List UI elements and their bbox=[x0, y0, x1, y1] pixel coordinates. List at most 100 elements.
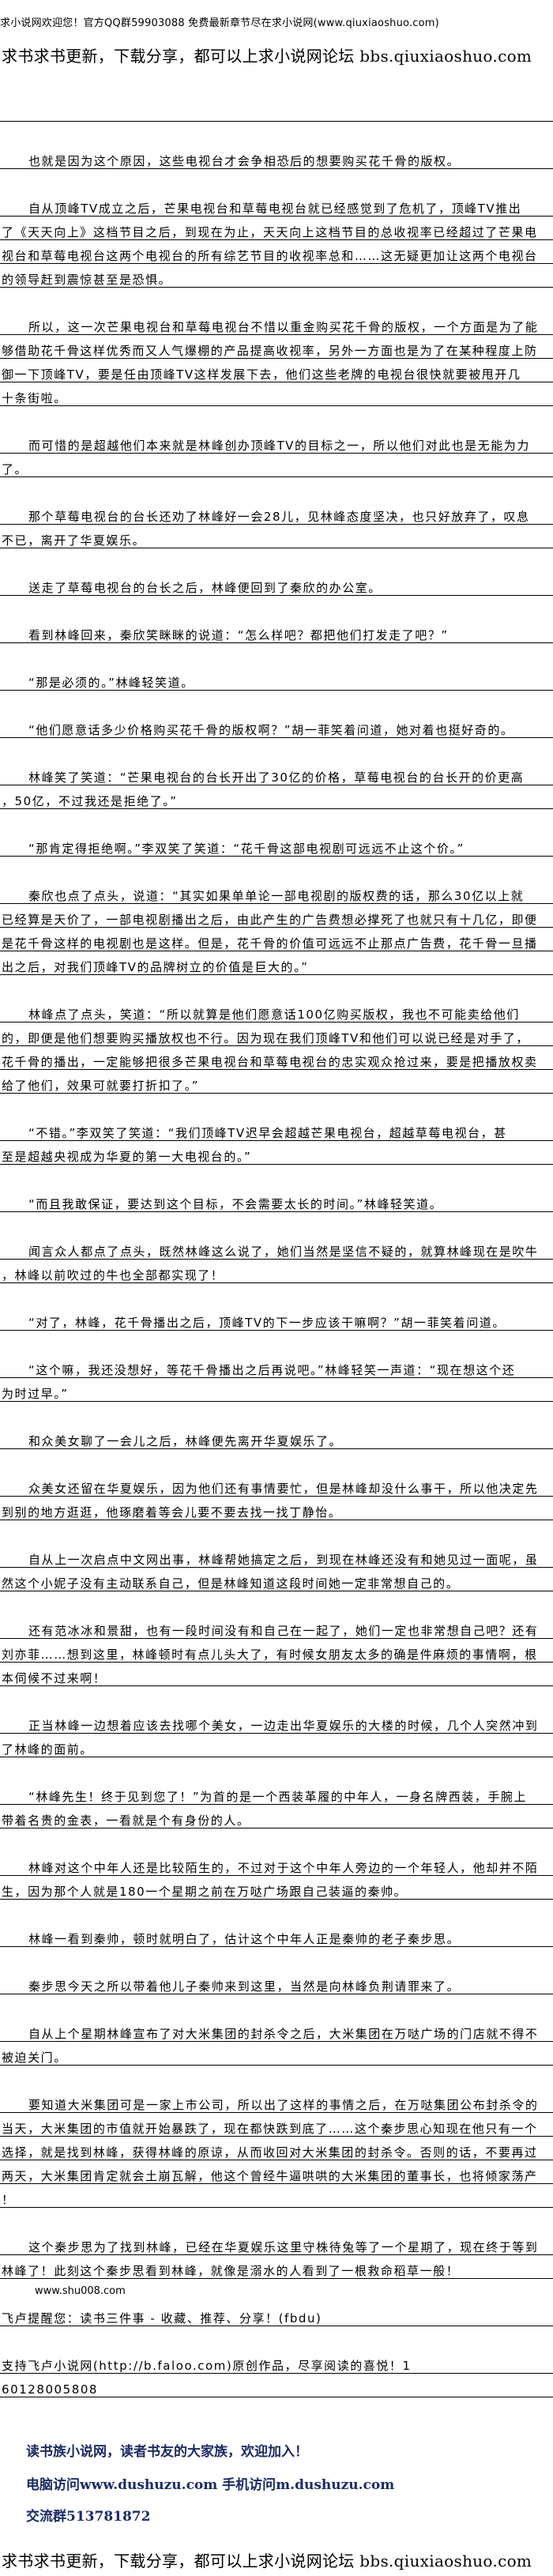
paragraph-text: 当天，大米集团的市值就开始暴跌了，现在都快跌到底了……这个秦步思心知现在他只有一… bbox=[2, 2122, 538, 2136]
paragraph-text: 要知道大米集团可是一家上市公司，所以出了这样的事情之后，在万哒集团公布封杀令的 bbox=[28, 2098, 539, 2112]
number-line: 60128005808 bbox=[0, 2374, 553, 2397]
paragraph-line: 这个秦步思为了找到林峰，已经在华夏娱乐这里守株待兔等了一个星期了，现在终于等到 bbox=[0, 2231, 553, 2255]
paragraph-line: 不已，离开了华夏娱乐。 bbox=[0, 525, 553, 548]
paragraph-text: 了林峰的面前。 bbox=[2, 1742, 93, 1757]
paragraph-text: 的，即便是他们想要购买播放权也不行。因为现在我们顶峰TV和他们可以说已经是对手了… bbox=[2, 1031, 529, 1045]
paragraph-line: 然这个小妮子没有主动联系自己，但是林峰知道这段时间她一定非常想自己的。 bbox=[0, 1568, 553, 1591]
paragraph-line: 秦步思今天之所以带着他儿子秦帅来到这里，当然是向林峰负荆请罪来了。 bbox=[0, 1971, 553, 1994]
promo-visit-links[interactable]: 电脑访问www.dushuzu.com 手机访问m.dushuzu.com bbox=[26, 2477, 395, 2493]
paragraph-text: 自从上一次启点中文网出事，林峰帮她搞定之后，到现在林峰还没有和她见过一面呢，虽 bbox=[28, 1553, 539, 1567]
paragraph-text: 看到林峰回来，秦欣笑眯眯的说道：“怎么样吧？都把他们打发走了吧？” bbox=[28, 628, 449, 642]
paragraph-line: 至是超越央视成为华夏的第一大电视台的。” bbox=[0, 1141, 553, 1165]
number-text: 60128005808 bbox=[2, 2382, 99, 2397]
paragraph-line: 御一下顶峰TV，要是任由顶峰TV这样发展下去，他们这些老牌的电视台很快就要被甩开… bbox=[0, 359, 553, 382]
paragraph-line: 送走了草莓电视台的台长之后，林峰便回到了秦欣的办公室。 bbox=[0, 572, 553, 596]
paragraph-line: 是花千骨这样的电视剧也是这样。但是，花千骨的价值可远远不止那点广告费，花千骨一旦… bbox=[0, 928, 553, 951]
paragraph-line: 林峰对这个中年人还是比较陌生的，不过对于这个中年人旁边的一个年轻人，他却并不陌 bbox=[0, 1852, 553, 1876]
paragraph-line: “这个嘛，我还没想好，等花千骨播出之后再说吧。”林峰轻笑一声道：“现在想这个还 bbox=[0, 1354, 553, 1378]
paragraph-line: “他们愿意话多少价格购买花千骨的版权啊？”胡一菲笑着问道，她对着也挺好奇的。 bbox=[0, 714, 553, 738]
paragraph-line: 闻言众人都点了点头，既然林峰这么说了，她们当然是坚信不疑的，就算林峰现在是吹牛 bbox=[0, 1236, 553, 1260]
paragraph-line: 所以，这一次芒果电视台和草莓电视台不惜以重金购买花千骨的版权，一个方面是为了能 bbox=[0, 311, 553, 335]
promo-group: 交流群513781872 bbox=[26, 2509, 151, 2525]
paragraph-line: 到别的地方逛逛，他琢磨着等会儿要不要去找一找丁静怡。 bbox=[0, 1497, 553, 1520]
paragraph-text: 十条街啦。 bbox=[2, 391, 67, 405]
paragraph-text: 闻言众人都点了点头，既然林峰这么说了，她们当然是坚信不疑的，就算林峰现在是吹牛 bbox=[28, 1245, 539, 1259]
top-divider bbox=[0, 98, 553, 122]
paragraph-text: 还有范冰冰和景甜，也有一段时间没有和自己在一起了，她们一定也非常想自己吧？还有 bbox=[28, 1624, 539, 1638]
reminder-line: 飞卢提醒您：读书三件事 - 收藏、推荐、分享！(fbdu) bbox=[0, 2303, 553, 2326]
paragraph-text: “对了，林峰，花千骨播出之后，顶峰TV的下一步应该干嘛啊？”胡一菲笑着问道。 bbox=[28, 1316, 506, 1330]
paragraph-line: 被迫关门。 bbox=[0, 2042, 553, 2066]
paragraph-text: 视台和草莓电视台这两个电视台的所有综艺节目的收视率总和……这无疑更加让这两个电视… bbox=[2, 249, 538, 263]
paragraph-text: 被迫关门。 bbox=[2, 2051, 67, 2065]
paragraph-text: 众美女还留在华夏娱乐，因为他们还有事情要忙，但是林峰却没什么事干，所以他决定先 bbox=[28, 1482, 539, 1496]
paragraph-text: “他们愿意话多少价格购买花千骨的版权啊？”胡一菲笑着问道，她对着也挺好奇的。 bbox=[28, 723, 514, 737]
paragraph-line: 要知道大米集团可是一家上市公司，所以出了这样的事情之后，在万哒集团公布封杀令的 bbox=[0, 2089, 553, 2113]
site-watermark: www.shu008.com bbox=[35, 2285, 126, 2297]
paragraph-line: 而可惜的是超越他们本来就是林峰创办顶峰TV的目标之一，所以他们对此也是无能为力 bbox=[0, 430, 553, 454]
paragraph-line: 林峰点了点头，笑道：“所以就算是他们愿意话100亿购买版权，我也不可能卖给他们 bbox=[0, 999, 553, 1022]
paragraph-text: 生，因为那个人就是180一个星期之前在万哒广场跟自己装逼的秦帅。 bbox=[2, 1885, 408, 1899]
paragraph-line: “那是必须的。”林峰轻笑道。 bbox=[0, 667, 553, 691]
paragraph-text: 御一下顶峰TV，要是任由顶峰TV这样发展下去，他们这些老牌的电视台很快就要被甩开… bbox=[2, 367, 521, 382]
paragraph-text: 了《天天向上》这档节目之后，到现在为止，天天向上这档节目的总收视率已经超过了芒果… bbox=[2, 225, 538, 239]
paragraph-text: 本伺候不过来啊！ bbox=[2, 1671, 107, 1685]
paragraph-text: “这个嘛，我还没想好，等花千骨播出之后再说吧。”林峰轻笑一声道：“现在想这个还 bbox=[28, 1363, 516, 1377]
paragraph-text: 秦步思今天之所以带着他儿子秦帅来到这里，当然是向林峰负荆请罪来了。 bbox=[28, 1979, 461, 1994]
paragraph-text: 花千骨的播出，一定能够把很多芒果电视台和草莓电视台的忠实观众抢过来，要是把播放权… bbox=[2, 1055, 538, 1069]
paragraph-text: ，50亿，不过我还是拒绝了。” bbox=[2, 794, 178, 808]
paragraph-line: 林峰了！此刻这个秦步思看到林峰，就像是溺水的人看到了一根救命稻草一般！ bbox=[0, 2255, 553, 2279]
paragraph-text: 所以，这一次芒果电视台和草莓电视台不惜以重金购买花千骨的版权，一个方面是为了能 bbox=[28, 320, 539, 334]
paragraph-text: “那肯定得拒绝啊。”李双笑了笑道：“花千骨这部电视剧可远远不止这个价。” bbox=[28, 842, 465, 856]
paragraph-text: 刘亦菲……想到这里，林峰顿时有点儿头大了，有时候女朋友太多的确是件麻烦的事情啊，… bbox=[2, 1648, 538, 1662]
paragraph-line: “那肯定得拒绝啊。”李双笑了笑道：“花千骨这部电视剧可远远不止这个价。” bbox=[0, 833, 553, 857]
paragraph-line: 花千骨的播出，一定能够把很多芒果电视台和草莓电视台的忠实观众抢过来，要是把播放权… bbox=[0, 1046, 553, 1070]
paragraph-text: 正当林峰一边想着应该去找哪个美女，一边走出华夏娱乐的大楼的时候，几个人突然冲到 bbox=[28, 1719, 539, 1733]
paragraph-line: 了《天天向上》这档节目之后，到现在为止，天天向上这档节目的总收视率已经超过了芒果… bbox=[0, 217, 553, 240]
paragraph-text: 了。 bbox=[2, 462, 28, 476]
paragraph-text: 林峰了！此刻这个秦步思看到林峰，就像是溺水的人看到了一根救命稻草一般！ bbox=[2, 2264, 460, 2278]
paragraph-text: 然这个小妮子没有主动联系自己，但是林峰知道这段时间她一定非常想自己的。 bbox=[2, 1576, 460, 1591]
forum-banner-bottom[interactable]: 求书求书更新，下载分享，都可以上求小说网论坛 bbs.qiuxiaoshuo.c… bbox=[2, 2552, 532, 2570]
paragraph-line: 众美女还留在华夏娱乐，因为他们还有事情要忙，但是林峰却没什么事干，所以他决定先 bbox=[0, 1473, 553, 1497]
paragraph-line: 已经算是天价了，一部电视剧播出之后，由此产生的广告费想必撑死了也就只有十几亿，即… bbox=[0, 904, 553, 928]
paragraph-text: “林峰先生！终于见到您了！”为首的是一个西装革履的中年人，一身名牌西装，手腕上 bbox=[28, 1790, 527, 1804]
paragraph-text: 够借助花千骨这样优秀而又人气爆棚的产品提高收视率，另外一方面也是为了在某种程度上… bbox=[2, 344, 538, 358]
paragraph-text: 也就是因为这个原因，这些电视台才会争相恐后的想要购买花千骨的版权。 bbox=[28, 154, 461, 168]
paragraph-text: “那是必须的。”林峰轻笑道。 bbox=[28, 676, 194, 690]
paragraph-line: 当天，大米集团的市值就开始暴跌了，现在都快跌到底了……这个秦步思心知现在他只有一… bbox=[0, 2113, 553, 2137]
paragraph-text: “而且我敢保证，要达到这个目标，不会需要太长的时间。”林峰轻笑道。 bbox=[28, 1197, 443, 1211]
paragraph-line: “而且我敢保证，要达到这个目标，不会需要太长的时间。”林峰轻笑道。 bbox=[0, 1188, 553, 1212]
paragraph-text: 选择，就是找到林峰，获得林峰的原谅，从而收回对大米集团的封杀令。否则的话，不要再… bbox=[2, 2145, 538, 2160]
paragraph-line: 自从上一次启点中文网出事，林峰帮她搞定之后，到现在林峰还没有和她见过一面呢，虽 bbox=[0, 1544, 553, 1568]
forum-banner-top[interactable]: 求书求书更新，下载分享，都可以上求小说网论坛 bbs.qiuxiaoshuo.c… bbox=[2, 47, 532, 66]
paragraph-text: 到别的地方逛逛，他琢磨着等会儿要不要去找一找丁静怡。 bbox=[2, 1505, 342, 1520]
paragraph-line: 的领导赶到震惊甚至是恐惧。 bbox=[0, 264, 553, 288]
paragraph-text: 那个草莓电视台的台长还劝了林峰好一会28儿，见林峰态度坚决，也只好放弃了，叹息 bbox=[28, 510, 530, 524]
paragraph-line: ，50亿，不过我还是拒绝了。” bbox=[0, 785, 553, 809]
paragraph-text: ！ bbox=[2, 2193, 15, 2207]
paragraph-line: 和众美女聊了一会儿之后，林峰便先离开华夏娱乐了。 bbox=[0, 1425, 553, 1449]
chapter-body: 也就是因为这个原因，这些电视台才会争相恐后的想要购买花千骨的版权。自从顶峰TV成… bbox=[0, 98, 553, 2397]
paragraph-text: 这个秦步思为了找到林峰，已经在华夏娱乐这里守株待兔等了一个星期了，现在终于等到 bbox=[28, 2240, 539, 2254]
paragraph-text: 不已，离开了华夏娱乐。 bbox=[2, 533, 146, 548]
paragraph-line: 林峰笑了笑道：“芒果电视台的台长开出了30亿的价格，草莓电视台的台长开的价更高 bbox=[0, 762, 553, 785]
paragraph-text: 带着名贵的金表，一看就是个有身份的人。 bbox=[2, 1813, 250, 1828]
support-text: 支持飞卢小说网(http://b.faloo.com)原创作品，尽享阅读的喜悦！… bbox=[2, 2359, 412, 2373]
paragraph-line: 了。 bbox=[0, 454, 553, 477]
paragraph-text: 和众美女聊了一会儿之后，林峰便先离开华夏娱乐了。 bbox=[28, 1434, 343, 1448]
paragraph-line: 生，因为那个人就是180一个星期之前在万哒广场跟自己装逼的秦帅。 bbox=[0, 1876, 553, 1900]
paragraph-text: 已经算是天价了，一部电视剧播出之后，由此产生的广告费想必撑死了也就只有十几亿，即… bbox=[2, 913, 538, 927]
paragraph-line: 林峰一看到秦帅，顿时就明白了，估计这个中年人正是秦帅的老子秦步思。 bbox=[0, 1923, 553, 1947]
paragraph-line: 的，即便是他们想要购买播放权也不行。因为现在我们顶峰TV和他们可以说已经是对手了… bbox=[0, 1022, 553, 1046]
paragraph-line: 也就是因为这个原因，这些电视台才会争相恐后的想要购买花千骨的版权。 bbox=[0, 145, 553, 169]
site-watermark-line: www.shu008.com bbox=[0, 2279, 553, 2303]
paragraph-text: 送走了草莓电视台的台长之后，林峰便回到了秦欣的办公室。 bbox=[28, 581, 382, 595]
paragraph-line: “对了，林峰，花千骨播出之后，顶峰TV的下一步应该干嘛啊？”胡一菲笑着问道。 bbox=[0, 1307, 553, 1331]
paragraph-line: 还有范冰冰和景甜，也有一段时间没有和自己在一起了，她们一定也非常想自己吧？还有 bbox=[0, 1615, 553, 1639]
paragraph-line: 十条街啦。 bbox=[0, 382, 553, 406]
paragraph-line: 两天，大米集团肯定就会土崩瓦解，他这个曾经牛逼哄哄的大米集团的董事长，也将倾家荡… bbox=[0, 2160, 553, 2184]
paragraph-text: 而可惜的是超越他们本来就是林峰创办顶峰TV的目标之一，所以他们对此也是无能为力 bbox=[28, 439, 530, 453]
promo-welcome: 读书族小说网，读者书友的大家族，欢迎加入！ bbox=[26, 2444, 308, 2460]
reminder-text: 飞卢提醒您：读书三件事 - 收藏、推荐、分享！(fbdu) bbox=[2, 2311, 322, 2326]
